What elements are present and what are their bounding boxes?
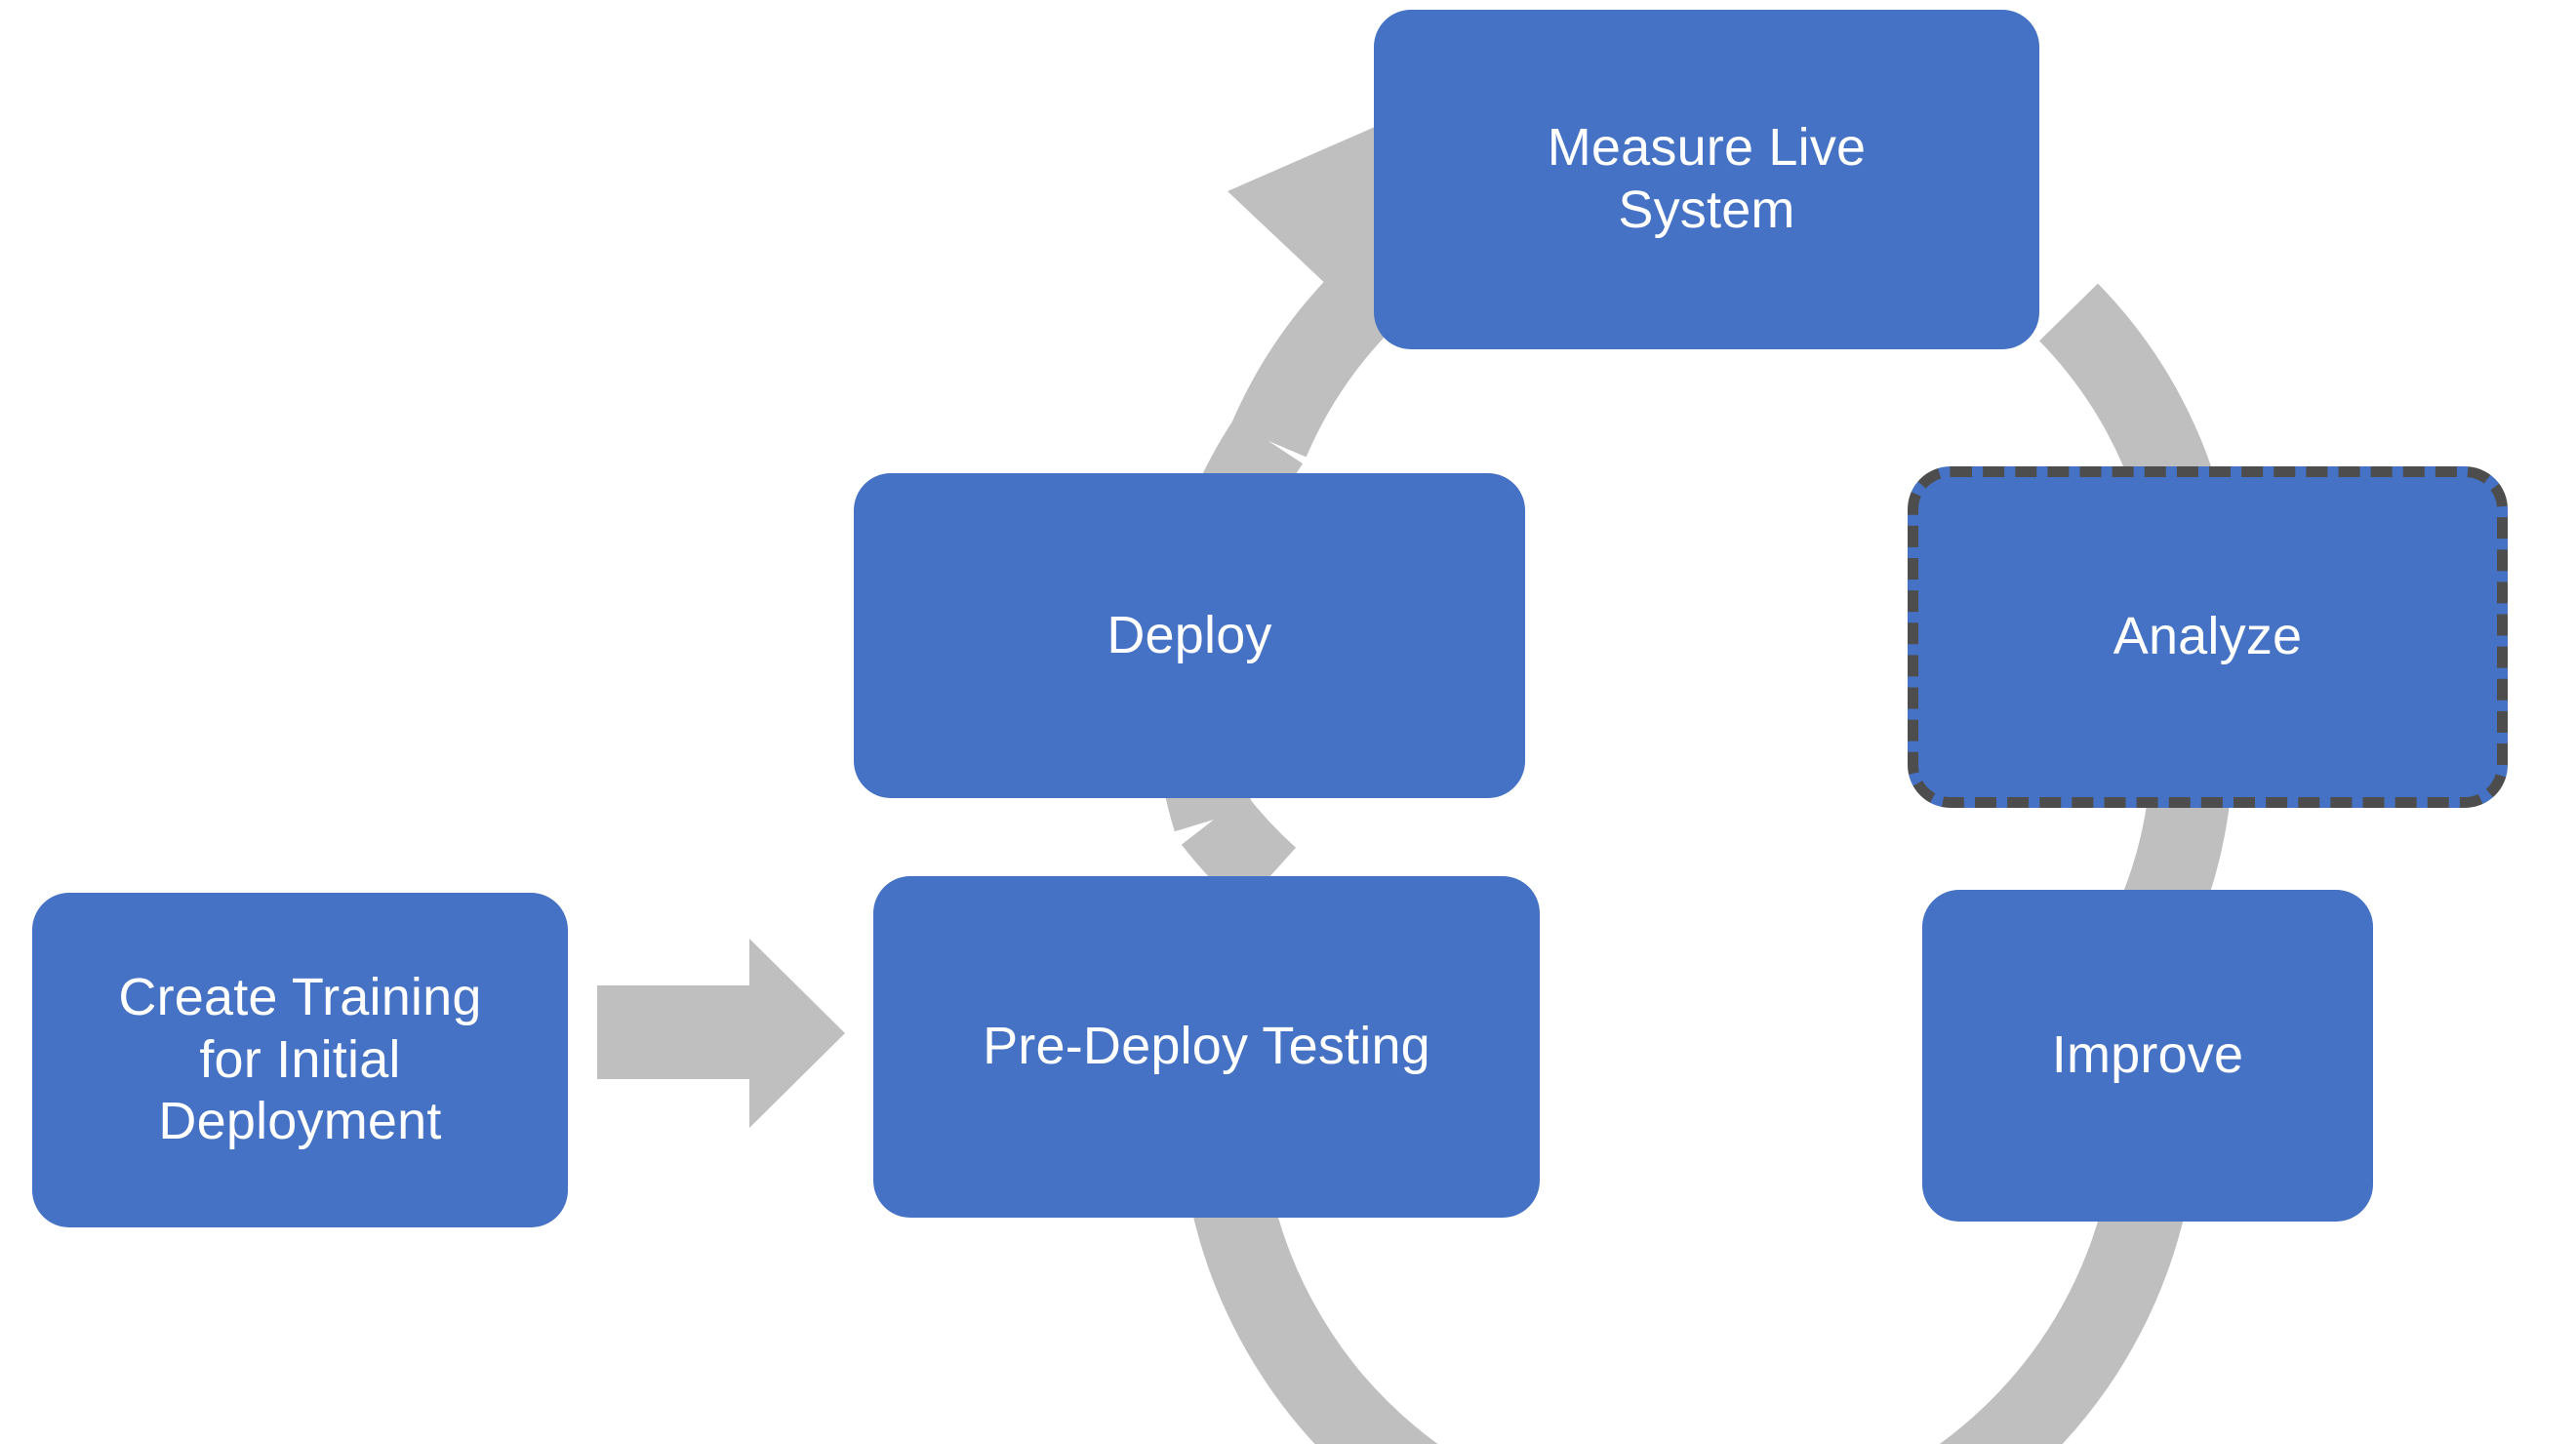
- node-deploy-label: Deploy: [1107, 605, 1272, 664]
- cycle-arrowhead: [1228, 117, 1397, 322]
- node-analyze-label: Analyze: [2113, 607, 2303, 666]
- node-measure-live-system-label: Measure Live System: [1547, 118, 1867, 239]
- node-analyze[interactable]: Analyze: [1908, 466, 2508, 808]
- node-create-training[interactable]: Create Training for Initial Deployment: [32, 893, 568, 1227]
- arc-segment-deploy-to-testing: [1181, 793, 1297, 909]
- node-improve-label: Improve: [2051, 1025, 2244, 1085]
- arc-segment-bottom: [1184, 1119, 2197, 1444]
- entry-arrow-head: [749, 939, 845, 1128]
- entry-arrow-shaft: [597, 985, 753, 1079]
- node-pre-deploy-testing[interactable]: Pre-Deploy Testing: [873, 876, 1540, 1218]
- node-deploy[interactable]: Deploy: [854, 473, 1525, 798]
- node-pre-deploy-testing-label: Pre-Deploy Testing: [983, 1017, 1430, 1076]
- node-improve[interactable]: Improve: [1922, 890, 2373, 1222]
- entry-arrow-connector[interactable]: [597, 939, 845, 1128]
- node-measure-live-system[interactable]: Measure Live System: [1374, 10, 2039, 349]
- node-create-training-label: Create Training for Initial Deployment: [118, 967, 482, 1151]
